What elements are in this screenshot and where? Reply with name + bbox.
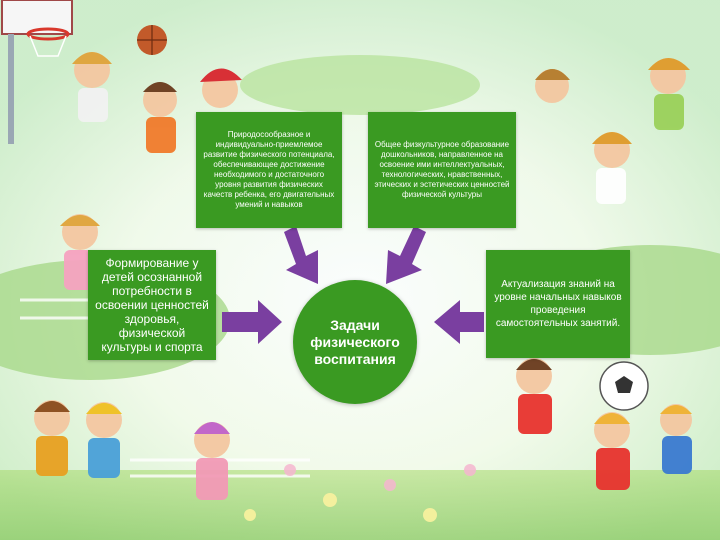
- arrow-top-right: [386, 226, 426, 284]
- task-box-right: Актуализация знаний на уровне начальных …: [486, 250, 630, 358]
- task-box-left: Формирование у детей осознанной потребно…: [88, 250, 216, 360]
- task-box-top-left: Природосообразное и индивидуально-приемл…: [196, 112, 342, 228]
- basketball-hoop-icon: [1, 0, 73, 144]
- task-text-top-right: Общее физкультурное образование дошкольн…: [374, 140, 510, 199]
- arrow-top-left: [284, 226, 318, 284]
- center-title: Задачи физического воспитания: [310, 316, 400, 367]
- task-text-right: Актуализация знаний на уровне начальных …: [494, 279, 622, 329]
- task-text-left: Формирование у детей осознанной потребно…: [95, 256, 209, 354]
- arrow-right: [434, 300, 484, 344]
- task-box-top-right: Общее физкультурное образование дошкольн…: [368, 112, 516, 228]
- arrow-left: [222, 300, 282, 344]
- center-circle: Задачи физического воспитания: [293, 280, 417, 404]
- task-text-top-left: Природосообразное и индивидуально-приемл…: [203, 130, 335, 209]
- soccer-ball-icon: [599, 361, 649, 411]
- flower-icon: [244, 464, 476, 522]
